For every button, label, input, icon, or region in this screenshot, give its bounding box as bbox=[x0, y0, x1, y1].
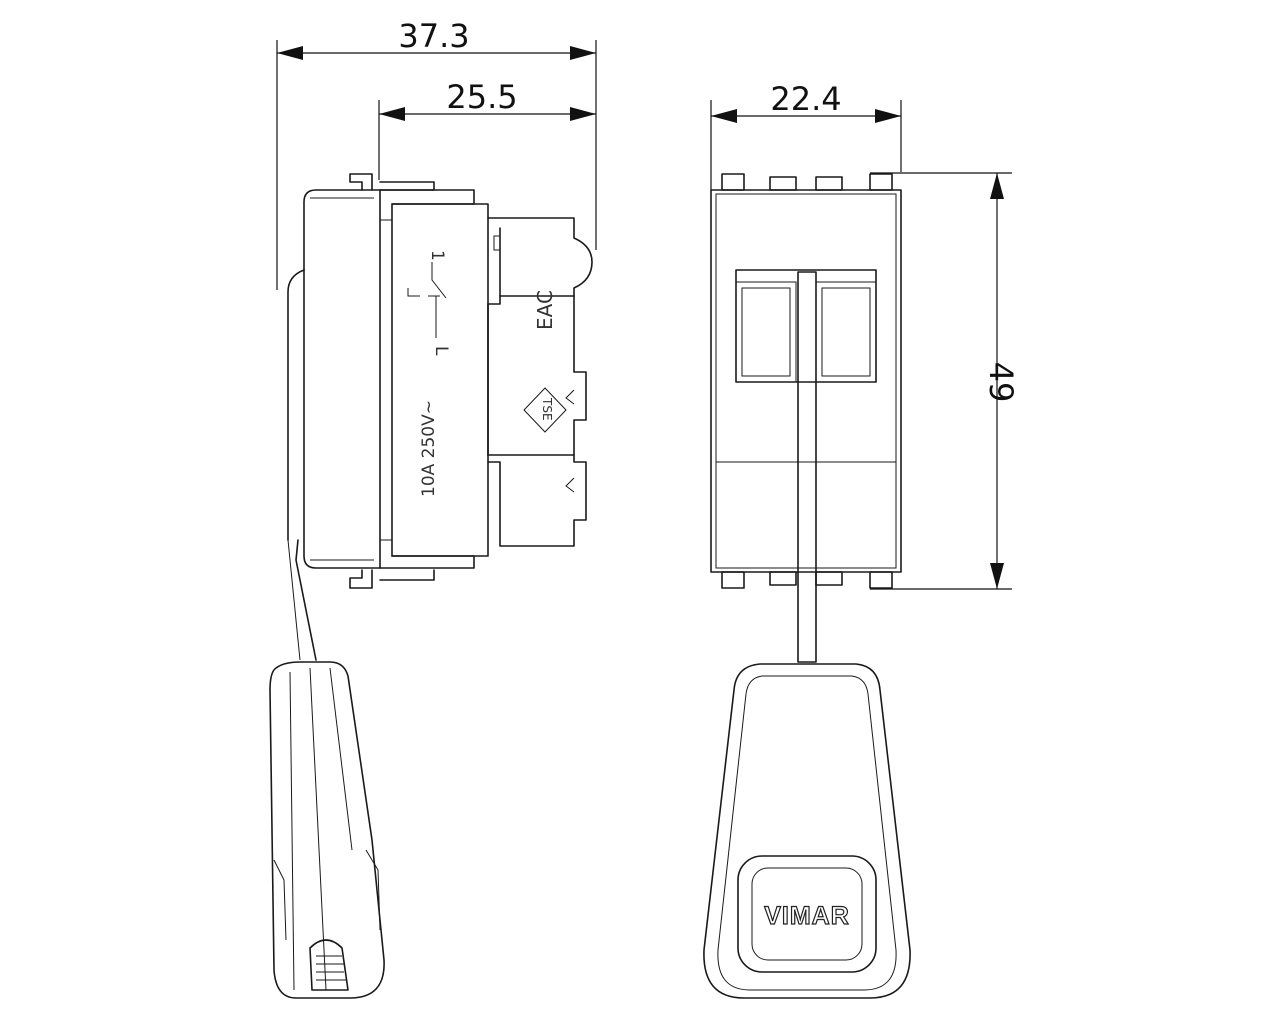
width-value: 22.4 bbox=[770, 80, 841, 118]
svg-text:TSE: TSE bbox=[540, 397, 554, 421]
dimension-overall-depth: 37.3 bbox=[276, 17, 597, 290]
rating-label: 10A 250V~ bbox=[419, 400, 439, 497]
dimension-body-depth: 25.5 bbox=[378, 78, 596, 180]
front-view: VIMAR bbox=[703, 173, 911, 999]
eac-mark: EAC bbox=[533, 290, 557, 330]
overall-depth-value: 37.3 bbox=[398, 17, 469, 55]
height-value: 49 bbox=[982, 362, 1020, 403]
body-depth-value: 25.5 bbox=[446, 78, 517, 116]
terminal-1-label: 1 bbox=[427, 250, 447, 261]
dimension-width: 22.4 bbox=[710, 80, 902, 190]
terminal-l-label: L bbox=[431, 346, 451, 356]
side-view: 1 L EAC TSE 10A 250V~ bbox=[269, 173, 593, 999]
tse-mark: TSE bbox=[523, 387, 567, 433]
vimar-logo: VIMAR bbox=[764, 902, 850, 930]
circuit-symbol bbox=[407, 262, 447, 338]
dimension-height: 49 bbox=[870, 172, 1020, 590]
